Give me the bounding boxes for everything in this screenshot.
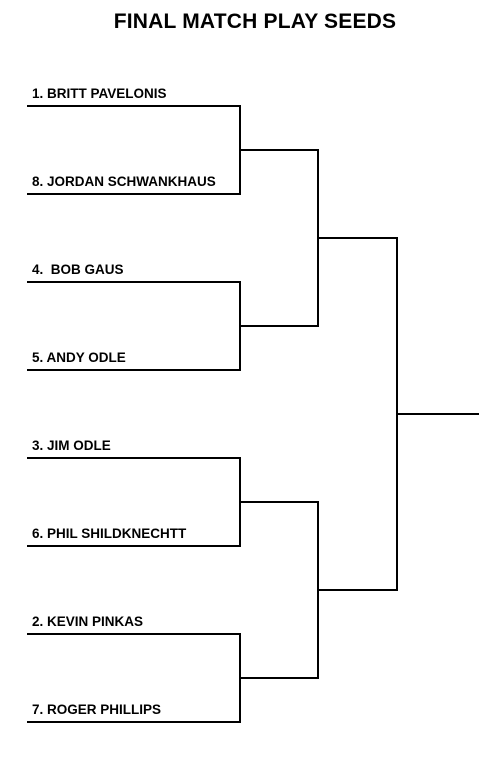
seed-5-name: 5. ANDY ODLE (32, 350, 126, 365)
seed-3-name: 3. JIM ODLE (32, 438, 111, 453)
match-2v7-line (27, 633, 241, 723)
seed-6-name: 6. PHIL SHILDKNECHTT (32, 526, 187, 541)
final-line (317, 237, 398, 591)
seed-4-name: 4. BOB GAUS (32, 262, 124, 277)
seed-1-name: 1. BRITT PAVELONIS (32, 86, 167, 101)
bracket-title: FINAL MATCH PLAY SEEDS (113, 10, 397, 33)
seed-7-name: 7. ROGER PHILLIPS (32, 702, 162, 717)
semifinal-bottom-line (239, 501, 319, 679)
match-3v6-line (27, 457, 241, 547)
semifinal-top-line (239, 149, 319, 327)
match-1v8-line (27, 105, 241, 195)
seed-8-name: 8. JORDAN SCHWANKHAUS (32, 174, 216, 189)
match-4v5-line (27, 281, 241, 371)
seed-2-name: 2. KEVIN PINKAS (32, 614, 144, 629)
